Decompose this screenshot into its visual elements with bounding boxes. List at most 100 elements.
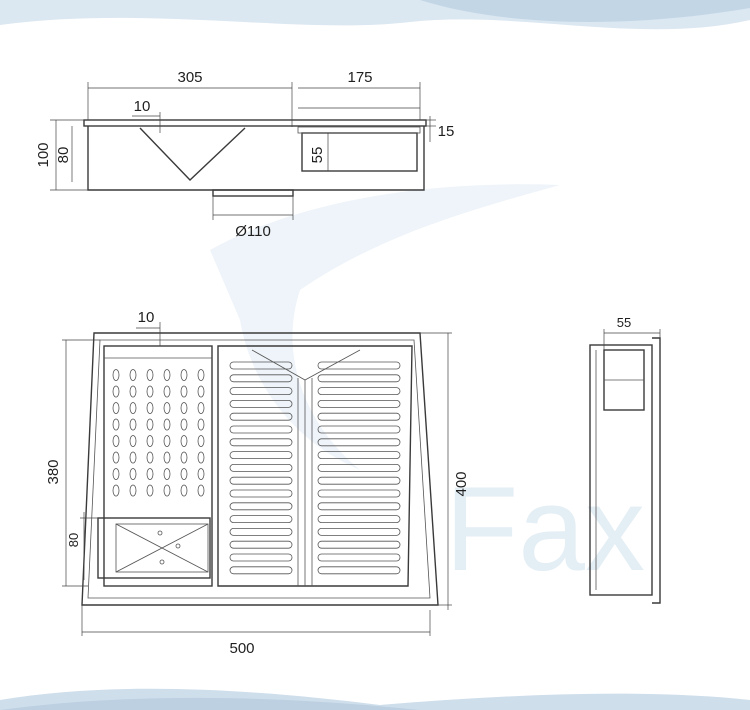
drain-hole (197, 468, 205, 480)
drain-hole (180, 418, 188, 431)
drain-hole (112, 418, 120, 431)
drain-slot (317, 566, 401, 575)
top-wave-accent (420, 0, 750, 22)
dim-10-top: 10 (134, 98, 151, 115)
dim-305: 305 (177, 69, 202, 86)
drain-slot (317, 476, 401, 485)
drain-hole (197, 402, 205, 414)
drain-hole (163, 369, 171, 381)
drain-slot (229, 540, 293, 549)
drain-slot (317, 374, 401, 383)
drain-hole (197, 369, 205, 381)
drain-hole (163, 418, 171, 431)
drain-hole (129, 484, 137, 497)
drain-hole (146, 385, 154, 398)
drain-hole (163, 484, 171, 497)
drain-hole (146, 369, 154, 381)
drain-hole (163, 402, 171, 414)
drain-outlet (212, 189, 294, 197)
sub-bowl (97, 517, 211, 579)
drain-hole (163, 385, 171, 398)
drain-hole (180, 369, 188, 381)
drain-slot (229, 425, 293, 434)
drain-hole (180, 402, 188, 414)
drain-hole (112, 369, 120, 381)
drain-slot (229, 387, 293, 396)
bottom-wave-accent (0, 697, 420, 710)
left-compartment (103, 345, 213, 587)
drain-slot (317, 463, 401, 472)
dim-15: 15 (438, 123, 455, 140)
dim-drain: Ø110 (235, 223, 271, 240)
sub-bowl-inner (115, 523, 209, 573)
side-view: 55 (589, 315, 661, 604)
dim-10-plan: 10 (138, 309, 155, 326)
drain-hole (180, 385, 188, 398)
drain-slot (229, 451, 293, 460)
dim-400: 400 (453, 471, 470, 496)
drain-slot (317, 361, 401, 370)
drain-slot (317, 425, 401, 434)
dim-380: 380 (45, 459, 62, 484)
dim-100: 100 (35, 142, 52, 167)
drain-hole (129, 435, 137, 447)
drain-hole (112, 435, 120, 447)
drain-slot (229, 553, 293, 562)
drain-slot (317, 387, 401, 396)
drain-slot (317, 451, 401, 460)
drain-slot (317, 515, 401, 523)
drain-hole (180, 468, 188, 480)
plan-view: 10 380 80 400 500 (45, 309, 470, 657)
watermark-logo (210, 184, 560, 470)
side-rim (652, 337, 661, 604)
drain-hole (197, 418, 205, 431)
inner-frame (87, 339, 431, 599)
drain-slot (229, 412, 293, 421)
drain-hole (146, 484, 154, 497)
drain-slot (229, 361, 293, 370)
dim-80-plan: 80 (66, 533, 81, 547)
top-section-view: 305 175 10 100 80 55 15 Ø110 (35, 69, 454, 240)
drain-slot (229, 438, 293, 447)
drain-slot (317, 489, 401, 498)
drain-hole (197, 484, 205, 497)
rim (83, 119, 427, 127)
drain-slot (317, 412, 401, 421)
drain-hole (146, 468, 154, 480)
drain-hole (146, 451, 154, 464)
drain-hole (197, 385, 205, 398)
drain-hole (163, 468, 171, 480)
drain-hole (163, 451, 171, 464)
drain-hole (146, 435, 154, 447)
drain-hole (129, 369, 137, 381)
drain-slot (317, 438, 401, 447)
drainboard (217, 345, 413, 587)
drain-hole (112, 451, 120, 464)
drain-hole (146, 402, 154, 414)
drain-hole (129, 385, 137, 398)
drain-slot (229, 566, 293, 575)
shelf-lip (297, 126, 421, 134)
drain-slots (229, 361, 401, 575)
drain-hole (197, 435, 205, 447)
drain-hole (112, 385, 120, 398)
drain-hole (112, 484, 120, 497)
drain-hole (146, 418, 154, 431)
side-body (589, 344, 653, 596)
drain-slot (317, 553, 401, 562)
watermark-text: Fax (445, 462, 645, 596)
dim-80-top: 80 (55, 147, 72, 164)
main-bowl-section (87, 126, 425, 191)
drain-slot (229, 399, 293, 408)
dim-175: 175 (347, 69, 372, 86)
dim-55-side: 55 (617, 315, 631, 330)
drain-hole (129, 402, 137, 414)
drain-hole (197, 451, 205, 464)
drain-slot (317, 502, 401, 511)
drain-slot (317, 540, 401, 549)
drain-slot (229, 374, 293, 383)
drain-slot (229, 489, 293, 498)
drain-hole (129, 451, 137, 464)
drain-hole (112, 402, 120, 414)
